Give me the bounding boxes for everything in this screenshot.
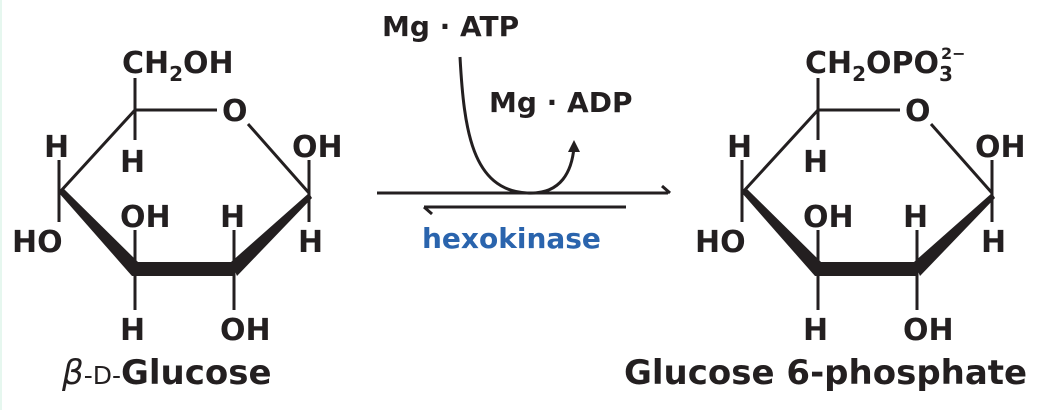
substrate-c1-h: H (298, 225, 323, 260)
substrate-name: β-D-Glucose (61, 353, 272, 393)
product-structure: CH2OPO32− O H H HO OH H OH H H OH (695, 44, 1026, 348)
reaction-arrows: Mg · ATP Mg · ADP hexokinase (377, 10, 671, 255)
bond-c2-c1-wedge (231, 193, 312, 276)
product-c4-ho: HO (695, 225, 746, 260)
product-ring-oxygen: O (905, 94, 931, 129)
product-c3-h: H (803, 313, 828, 348)
substrate-c2-oh: OH (220, 313, 271, 348)
bond-c3-c2-bold (815, 262, 918, 276)
bond-o-c1 (246, 123, 311, 194)
substrate-c3-oh: OH (120, 200, 171, 235)
bond-c3-c2-bold (132, 262, 235, 276)
product-c2-oh: OH (903, 313, 954, 348)
bond-c5-c4 (57, 108, 137, 195)
substrate-c3-h: H (120, 313, 145, 348)
product-c6-group: CH2OPO32− (805, 44, 966, 86)
bond-o-c1 (929, 123, 994, 194)
product-c1-oh: OH (975, 130, 1026, 165)
bond-c4-c3-wedge (742, 189, 821, 276)
substrate-c6-group: CH2OH (122, 46, 234, 86)
product-c4-h: H (727, 130, 752, 165)
substrate-c2-h: H (220, 200, 245, 235)
coproduct-arrowhead-icon (568, 140, 580, 152)
substrate-structure: CH2OH O H H HO OH H OH H H OH β-D- (12, 46, 343, 393)
atp-adp-curved-arrow (458, 56, 576, 195)
cosubstrate-label: Mg · ATP (382, 10, 519, 43)
substrate-c5-h: H (120, 145, 145, 180)
enzyme-label: hexokinase (422, 222, 601, 255)
substrate-c4-h: H (44, 130, 69, 165)
reverse-arrowhead-icon (423, 205, 433, 216)
bond-c5-c4 (740, 108, 820, 195)
product-c2-h: H (903, 200, 928, 235)
product-c1-h: H (981, 225, 1006, 260)
forward-arrowhead-icon (661, 184, 671, 195)
bond-c2-c1-wedge (914, 193, 995, 276)
substrate-c1-oh: OH (292, 130, 343, 165)
product-c5-h: H (803, 145, 828, 180)
product-c3-oh: OH (803, 200, 854, 235)
bond-c4-c3-wedge (59, 189, 138, 276)
substrate-ring-oxygen: O (222, 94, 248, 129)
product-name: Glucose 6-phosphate (624, 353, 1027, 393)
substrate-c4-ho: HO (12, 225, 63, 260)
coproduct-label: Mg · ADP (489, 86, 632, 119)
